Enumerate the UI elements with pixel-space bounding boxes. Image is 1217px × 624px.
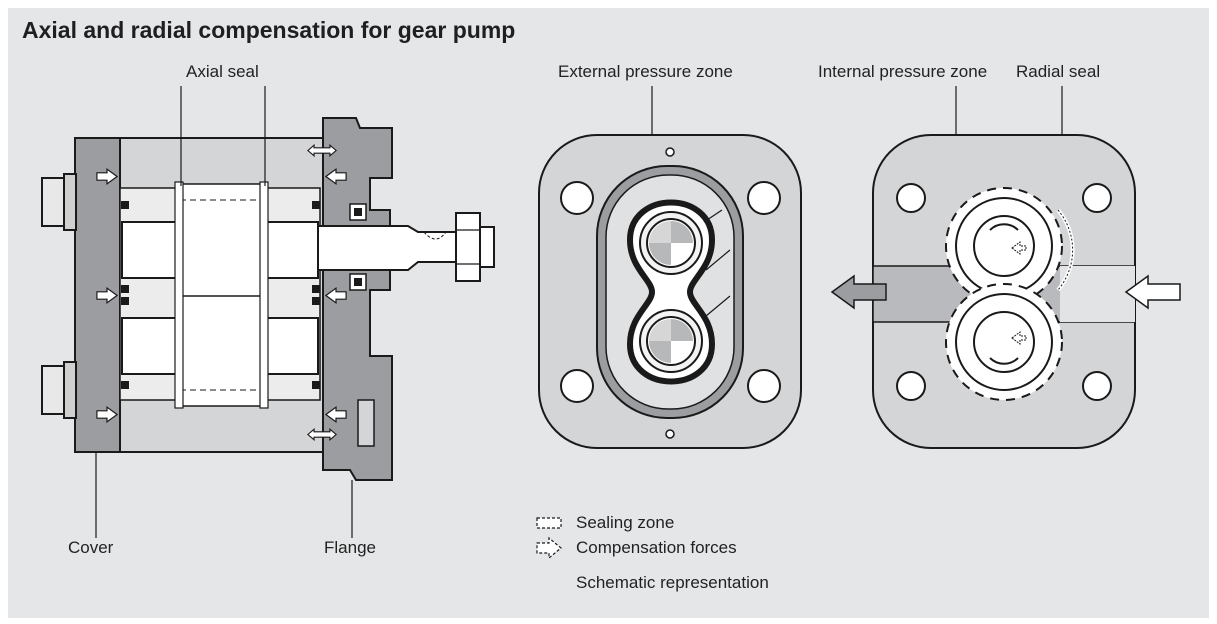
inlet-arrow bbox=[1124, 274, 1181, 310]
legend-symbols bbox=[536, 517, 562, 560]
label-axial-seal: Axial seal bbox=[186, 62, 259, 81]
upper-gear bbox=[945, 187, 1063, 305]
figure-title: Axial and radial compensation for gear p… bbox=[22, 17, 516, 43]
legend-sealing-zone: Sealing zone bbox=[576, 513, 675, 532]
legend-note: Schematic representation bbox=[576, 573, 769, 592]
flange-plate bbox=[322, 117, 393, 481]
gear-view-internal-zone bbox=[830, 134, 1181, 449]
front-view-external-zone bbox=[538, 134, 802, 449]
lower-gear bbox=[945, 283, 1063, 401]
label-external-pressure-zone: External pressure zone bbox=[558, 62, 733, 81]
outlet-arrow bbox=[830, 274, 887, 310]
label-internal-pressure-zone: Internal pressure zone bbox=[818, 62, 988, 81]
label-cover: Cover bbox=[68, 538, 114, 557]
drive-shaft bbox=[317, 225, 457, 271]
sealing-zone-swatch bbox=[536, 517, 562, 529]
compensation-force-swatch bbox=[536, 536, 562, 560]
label-flange: Flange bbox=[324, 538, 376, 557]
shaft-nut bbox=[455, 212, 481, 282]
label-radial-seal: Radial seal bbox=[1016, 62, 1101, 81]
legend-compensation-forces: Compensation forces bbox=[576, 538, 737, 557]
side-section-view bbox=[41, 117, 495, 481]
